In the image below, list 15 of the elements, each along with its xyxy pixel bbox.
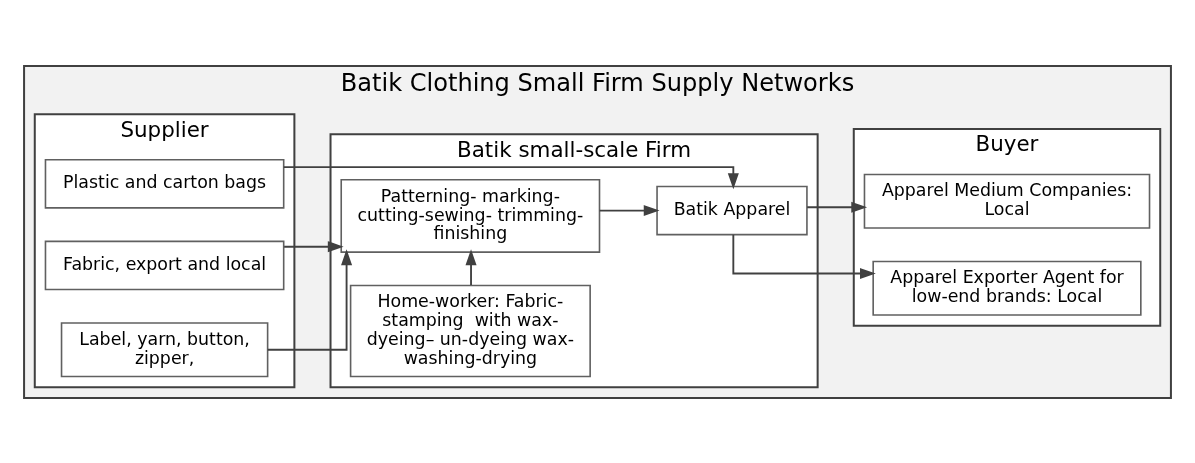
arrow — [465, 248, 477, 286]
arrow — [732, 233, 876, 279]
node-box: Batik Apparel — [656, 185, 808, 235]
arrow — [282, 165, 739, 189]
node-box: Home-worker: Fabric-stamping with wax- dyeing– un-dyeing wax- washing-drying — [349, 284, 591, 377]
arrow — [806, 201, 868, 213]
node-box: Label, yarn, button, zipper, — [60, 321, 269, 377]
node-box: Plastic and carton bags — [44, 158, 285, 209]
node-box: Apparel Medium Companies: Local — [863, 173, 1151, 229]
node-box: Patterning- marking- cutting-sewing- trimming-finishing — [340, 178, 601, 253]
arrow — [266, 248, 353, 351]
node-box: Fabric, export and local — [44, 240, 285, 290]
arrow — [598, 204, 660, 216]
arrow — [283, 240, 344, 252]
node-box: Apparel Exporter Agent for low-end brands: Local — [872, 260, 1142, 316]
